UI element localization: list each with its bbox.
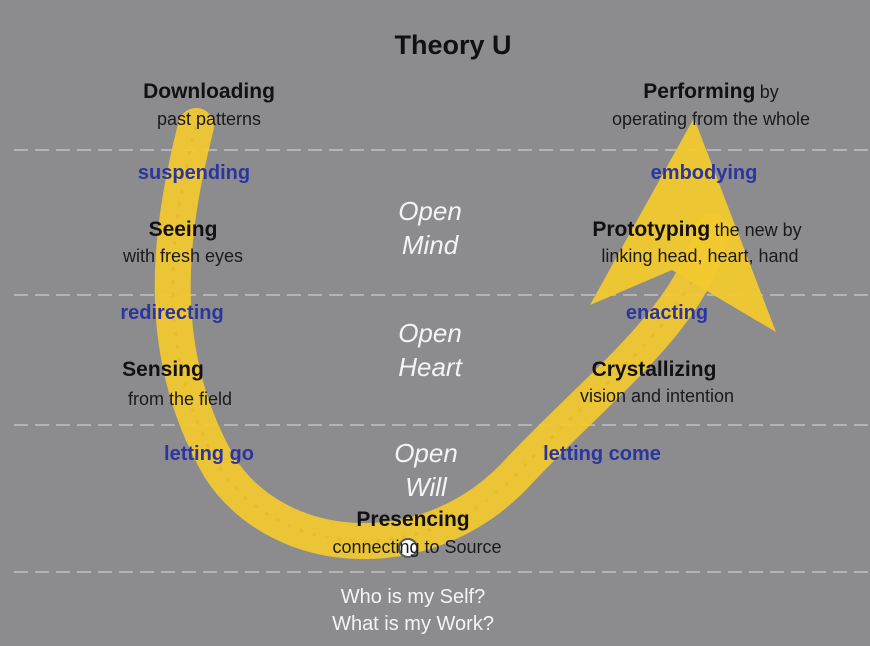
- open-will-line1: Open: [394, 438, 458, 468]
- open-heart-label: Open Heart: [398, 316, 462, 384]
- stage-performing-desc: operating from the whole: [611, 109, 811, 129]
- stage-crystallizing-desc: vision and intention: [579, 386, 735, 406]
- open-heart-line1: Open: [398, 318, 462, 348]
- stage-prototyping: Prototyping the new by: [592, 218, 801, 242]
- transition-embodying: embodying: [650, 162, 758, 184]
- u-arrow: [154, 108, 776, 559]
- stage-seeing-name: Seeing: [148, 218, 218, 241]
- stage-sensing-name: Sensing: [122, 358, 204, 381]
- transition-enacting: enacting: [625, 302, 709, 324]
- question-work: What is my Work?: [332, 613, 494, 635]
- stage-performing-name: Performing: [643, 80, 756, 103]
- questions: Who is my Self? What is my Work?: [332, 584, 494, 638]
- stage-seeing-desc: with fresh eyes: [122, 246, 244, 266]
- transition-suspending: suspending: [137, 162, 251, 184]
- stage-performing: Performing by: [643, 80, 778, 104]
- stage-crystallizing-name: Crystallizing: [591, 358, 717, 381]
- u-arrow-head: [590, 118, 776, 332]
- stage-presencing-name: Presencing: [356, 508, 470, 531]
- stage-downloading-name: Downloading: [143, 80, 275, 103]
- open-mind-line2: Mind: [401, 230, 459, 260]
- stage-prototyping-desc: linking head, heart, hand: [601, 246, 799, 266]
- open-heart-line2: Heart: [398, 352, 462, 382]
- stage-downloading-desc: past patterns: [156, 109, 262, 129]
- open-mind-line1: Open: [398, 196, 462, 226]
- stage-sensing-desc: from the field: [127, 389, 233, 409]
- stage-presencing-desc: connecting to Source: [332, 537, 502, 557]
- level-dividers: [14, 149, 870, 573]
- open-will-line2: Will: [405, 472, 447, 502]
- stage-prototyping-suffix: the new by: [714, 220, 802, 240]
- question-self: Who is my Self?: [340, 586, 486, 608]
- stage-prototyping-name: Prototyping: [592, 218, 711, 241]
- transition-letting-come: letting come: [543, 443, 661, 465]
- source-point-icon: [398, 538, 418, 558]
- open-mind-label: Open Mind: [398, 194, 462, 262]
- open-will-label: Open Will: [394, 436, 458, 504]
- transition-redirecting: redirecting: [120, 302, 224, 324]
- diagram-title: Theory U: [394, 30, 512, 60]
- u-arrow-shaft: [154, 108, 730, 559]
- stage-performing-suffix: by: [759, 82, 779, 102]
- transition-letting-go: letting go: [164, 443, 254, 465]
